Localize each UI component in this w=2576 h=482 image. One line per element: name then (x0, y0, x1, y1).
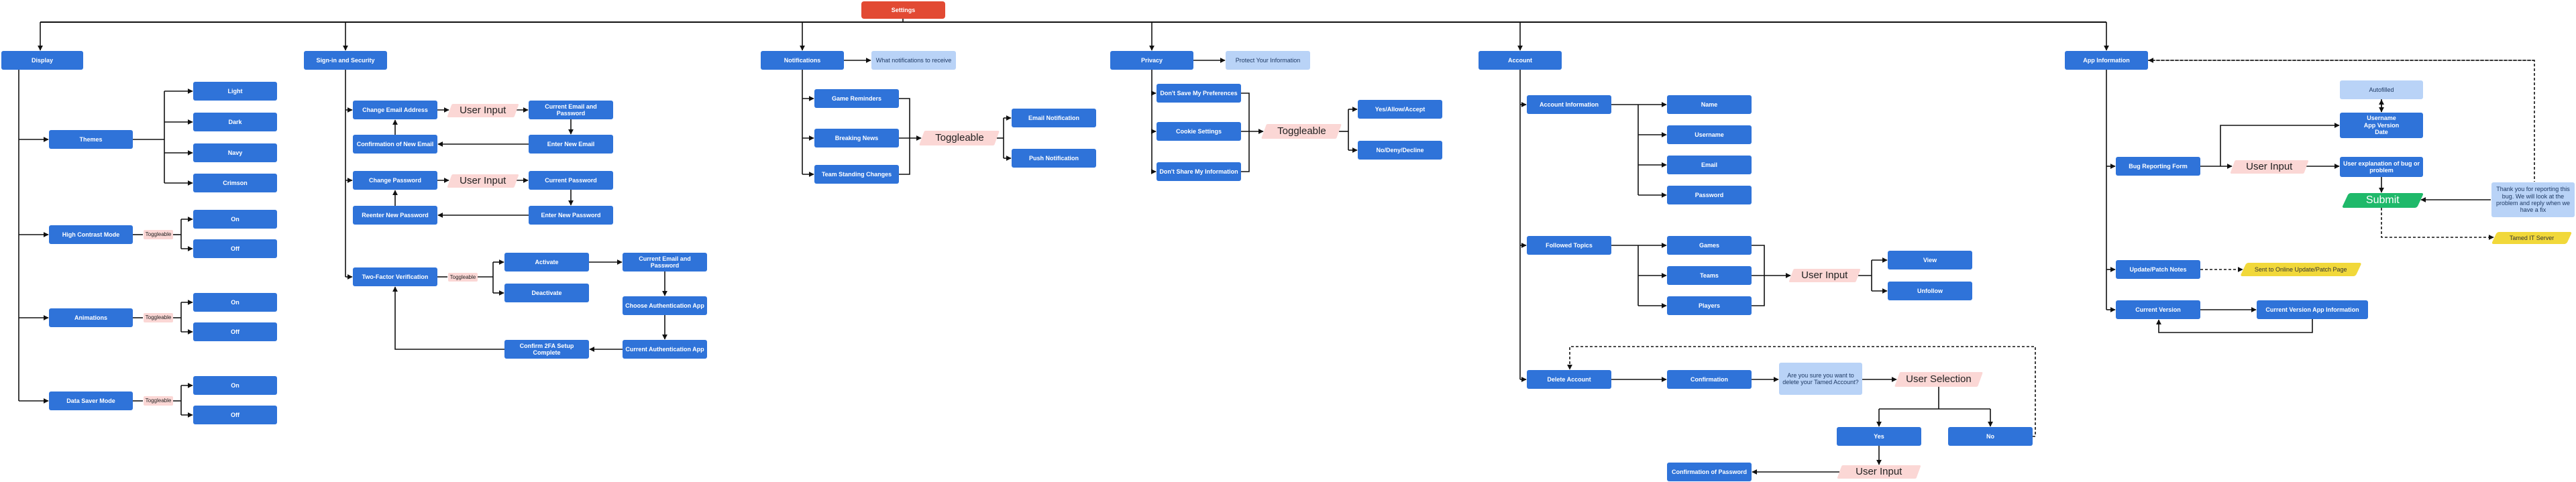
update-notes-node: Update/Patch Notes (2116, 260, 2200, 279)
deactivate-node: Deactivate (504, 284, 589, 302)
thank-you-node: Thank you for reporting this bug. We wil… (2491, 182, 2575, 217)
dark-theme-node: Dark (193, 113, 277, 131)
unfollow-node: Unfollow (1888, 282, 1972, 300)
notif-toggleable-label: Toggleable (918, 131, 1000, 145)
players-node: Players (1667, 296, 1752, 315)
two-factor-node: Two-Factor Verification (353, 267, 437, 286)
sent-to-online-node: Sent to Online Update/Patch Page (2240, 263, 2362, 276)
light-theme-node: Light (193, 82, 277, 101)
yes-node: Yes (1837, 427, 1921, 446)
da-user-input-label: User Input (1837, 465, 1921, 479)
signin-node: Sign-in and Security (304, 51, 387, 70)
current-email-password-node: Current Email and Password (529, 101, 613, 119)
ds-toggleable-label: Toggleable (144, 396, 173, 406)
are-you-sure-node: Are you sure you want to delete your Tam… (1779, 363, 1862, 395)
connector-63 (899, 98, 910, 175)
autofill-fields-node: Username App Version Date (2340, 113, 2423, 138)
animations-node: Animations (49, 308, 133, 327)
confirm-new-email-node: Confirmation of New Email (353, 135, 437, 154)
current-version-node: Current Version (2116, 300, 2200, 319)
current-password-node: Current Password (529, 171, 613, 190)
account-node: Account (1479, 51, 1562, 70)
name-node: Name (1667, 95, 1752, 114)
tf-current-email-password-node: Current Email and Password (623, 253, 707, 272)
dont-share-info-node: Don't Share My Information (1157, 162, 1241, 181)
account-information-node: Account Information (1527, 95, 1611, 114)
enter-new-password-node: Enter New Password (529, 206, 613, 225)
change-email-node: Change Email Address (353, 101, 437, 119)
yes-allow-node: Yes/Allow/Accept (1358, 100, 1442, 119)
protect-info-node: Protect Your Information (1226, 51, 1310, 70)
delete-account-node: Delete Account (1527, 370, 1611, 389)
connector-127 (2156, 319, 2313, 333)
activate-node: Activate (504, 253, 589, 272)
user-explanation-node: User explanation of bug or problem (2340, 157, 2423, 177)
view-node: View (1888, 251, 1972, 269)
choose-auth-app-node: Choose Authentication App (623, 296, 707, 315)
crimson-theme-node: Crimson (193, 174, 277, 192)
hc-off-node: Off (193, 239, 277, 258)
privacy-node: Privacy (1110, 51, 1193, 70)
email-notification-node: Email Notification (1012, 109, 1096, 127)
data-saver-node: Data Saver Mode (49, 391, 133, 410)
settings-root-node: Settings (861, 1, 945, 19)
enter-new-email-node: Enter New Email (529, 135, 613, 154)
no-node: No (1948, 427, 2033, 446)
breaking-news-node: Breaking News (814, 129, 899, 147)
email-node: Email (1667, 156, 1752, 174)
autofilled-node: Autofilled (2340, 80, 2423, 99)
submit-node: Submit (2341, 193, 2424, 208)
navy-theme-node: Navy (193, 143, 277, 162)
followed-topics-node: Followed Topics (1527, 236, 1611, 255)
connector-74 (1241, 93, 1250, 172)
teams-node: Teams (1667, 266, 1752, 285)
an-toggleable-label: Toggleable (144, 313, 173, 322)
hc-on-node: On (193, 210, 277, 229)
game-reminders-node: Game Reminders (814, 89, 899, 108)
confirmation-node: Confirmation (1667, 370, 1752, 389)
cookie-settings-node: Cookie Settings (1157, 122, 1241, 141)
games-node: Games (1667, 236, 1752, 255)
tamed-it-server-node: Tamed IT Server (2491, 232, 2573, 244)
username-node: Username (1667, 125, 1752, 144)
ds-off-node: Off (193, 406, 277, 424)
dont-save-prefs-node: Don't Save My Preferences (1157, 84, 1241, 103)
password-node: Password (1667, 186, 1752, 204)
tf-toggleable-label: Toggleable (448, 273, 478, 282)
reenter-new-password-node: Reenter New Password (353, 206, 437, 225)
connector-121 (2220, 123, 2340, 166)
an-on-node: On (193, 293, 277, 312)
what-notifications-node: What notifications to receive (871, 51, 956, 70)
user-selection-label: User Selection (1894, 372, 1984, 387)
confirm-password-node: Confirmation of Password (1667, 463, 1752, 481)
ft-user-input-label: User Input (1788, 269, 1861, 282)
confirm-2fa-node: Confirm 2FA Setup Complete (504, 340, 589, 359)
cp-user-input-label: User Input (447, 174, 519, 188)
bug-user-input-label: User Input (2230, 160, 2309, 174)
current-version-info-node: Current Version App Information (2257, 300, 2368, 319)
themes-node: Themes (49, 130, 133, 149)
high-contrast-node: High Contrast Mode (49, 225, 133, 244)
no-deny-node: No/Deny/Decline (1358, 141, 1442, 160)
display-node: Display (1, 51, 83, 70)
connector-108 (1567, 346, 2036, 437)
change-password-node: Change Password (353, 171, 437, 190)
team-standing-node: Team Standing Changes (814, 165, 899, 184)
ds-on-node: On (193, 376, 277, 395)
connector-57 (392, 286, 504, 350)
hc-toggleable-label: Toggleable (144, 230, 173, 239)
current-auth-app-node: Current Authentication App (623, 340, 707, 359)
notifications-node: Notifications (761, 51, 844, 70)
push-notification-node: Push Notification (1012, 149, 1096, 168)
an-off-node: Off (193, 322, 277, 341)
privacy-toggleable-label: Toggleable (1260, 124, 1342, 139)
bug-form-node: Bug Reporting Form (2116, 157, 2200, 176)
appinfo-node: App Information (2065, 51, 2148, 70)
ce-user-input-label: User Input (447, 104, 519, 117)
connector-124 (2381, 208, 2494, 240)
